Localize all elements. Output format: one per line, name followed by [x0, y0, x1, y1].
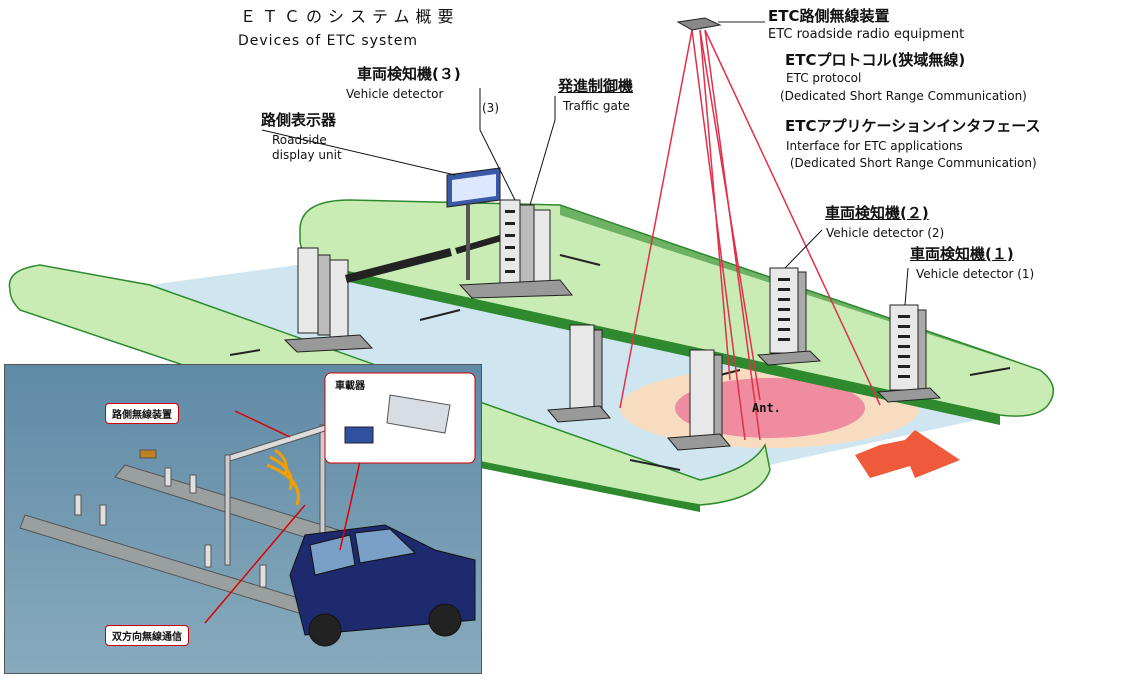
roadside-display-en1: Roadside	[272, 133, 327, 147]
front-poles	[546, 324, 732, 451]
app-interface-en1: Interface for ETC applications	[786, 139, 963, 153]
vehicle-detector-2-pole	[756, 267, 822, 366]
inset-illustration: 路側無線装置 車載器 双方向無線通信	[4, 364, 482, 674]
inset-onboard-unit-label: 車載器	[335, 381, 365, 392]
app-interface-en2: (Dedicated Short Range Communication)	[786, 156, 1037, 170]
leader-vd2	[784, 229, 823, 269]
inset-car	[289, 524, 476, 647]
title-jp: ＥＴＣのシステム概要	[240, 7, 460, 26]
traffic-gate-jp: 発進制御機	[558, 77, 634, 95]
vehicle-detector-3-en1: Vehicle detector	[346, 87, 444, 101]
protocol-en1: ETC protocol	[786, 71, 862, 85]
leader-display	[261, 129, 456, 176]
antenna-label: Ant.	[752, 401, 781, 415]
roadside-radio-jp: ETC路側無線装置	[768, 7, 890, 25]
roadside-display-unit	[446, 167, 501, 280]
inset-roadside-radio-label: 路側無線装置	[105, 403, 179, 424]
gate-pillars	[283, 232, 512, 353]
app-interface-jp: ETCアプリケーションインタフェース	[785, 117, 1041, 135]
roadside-display-jp: 路側表示器	[261, 111, 337, 129]
radio-beams	[619, 29, 881, 441]
leader-vd1	[904, 267, 909, 306]
traffic-direction-arrow	[855, 430, 960, 478]
vehicle-detector-3-en2: (3)	[482, 101, 499, 115]
vehicle-detector-1-en: Vehicle detector (1)	[916, 267, 1035, 281]
vehicle-detector-1-jp: 車両検知機(１)	[910, 245, 1014, 263]
inset-radio-waves	[266, 448, 300, 506]
leader-gate	[529, 96, 556, 206]
vehicle-detector-3-jp: 車両検知機(３)	[357, 65, 461, 83]
vehicle-detector-2-jp: 車両検知機(２)	[825, 204, 929, 222]
traffic-gate-en: Traffic gate	[563, 99, 630, 113]
vehicle-detector-1-pole	[876, 304, 942, 403]
protocol-jp: ETCプロトコル(狭域無線)	[785, 51, 966, 69]
title-en: Devices of ETC system	[238, 33, 418, 49]
protocol-en2: (Dedicated Short Range Communication)	[780, 89, 1027, 103]
vehicle-detector-2-en: Vehicle detector (2)	[826, 226, 945, 240]
leader-vd3	[479, 88, 516, 201]
inset-two-way-comm-label: 双方向無線通信	[105, 625, 189, 646]
roadside-radio-device	[676, 17, 722, 31]
roadside-display-en2: display unit	[272, 148, 342, 162]
roadside-radio-en: ETC roadside radio equipment	[768, 27, 965, 42]
traffic-gate-unit	[458, 199, 574, 299]
